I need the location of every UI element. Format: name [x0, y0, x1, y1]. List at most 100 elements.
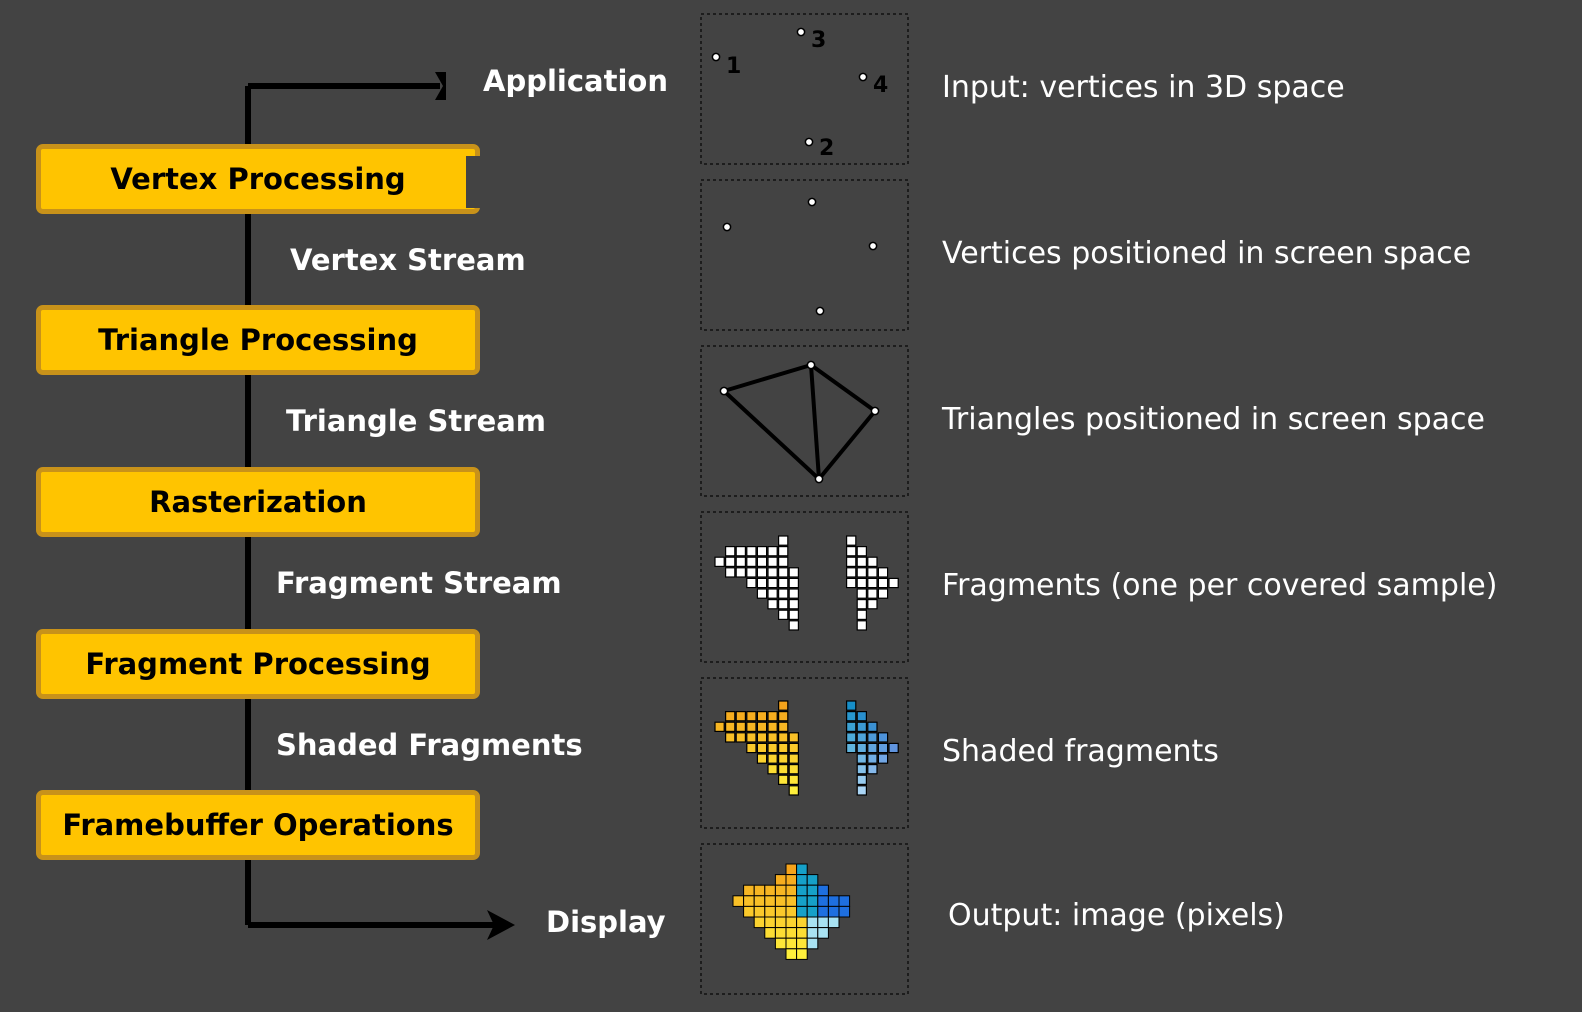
fragment-cell — [845, 577, 857, 589]
stream-label-shaded: Shaded Fragments — [276, 728, 583, 762]
shaded-fragment-cell — [724, 721, 736, 733]
stage-triangle-processing: Triangle Processing — [36, 305, 480, 375]
fragment-cell — [867, 577, 878, 589]
output-pixel — [838, 895, 851, 907]
fragment-cell — [856, 556, 868, 568]
shaded-fragment-cell — [788, 774, 800, 786]
shaded-fragment-cell — [767, 710, 778, 722]
fragment-cell — [735, 567, 747, 578]
fragment-cell — [788, 577, 800, 589]
shaded-fragment-cell — [877, 742, 889, 754]
shaded-fragment-cell — [845, 742, 857, 754]
fragment-cell — [856, 598, 868, 610]
panel-frame-4 — [700, 511, 909, 663]
output-pixel — [827, 905, 840, 918]
output-pixel — [764, 905, 776, 918]
shaded-fragment-cell — [788, 742, 800, 754]
shaded-fragment-cell — [856, 721, 868, 733]
output-pixel — [743, 895, 755, 907]
shaded-fragment-cell — [724, 732, 736, 743]
stage-label: Triangle Processing — [98, 323, 418, 357]
fragment-cell — [788, 567, 800, 578]
vertex-point — [807, 197, 817, 207]
fragment-cell — [788, 598, 800, 610]
output-pixel — [764, 884, 776, 897]
output-pixel — [796, 927, 808, 939]
triangle-edge — [809, 363, 821, 481]
shaded-fragment-cell — [746, 710, 757, 722]
fragment-cell — [856, 588, 868, 599]
output-pixel — [743, 905, 755, 918]
shaded-fragment-cell — [856, 742, 868, 754]
vertex-label-1: 1 — [726, 54, 742, 79]
fragment-cell — [856, 620, 868, 631]
output-pixel — [785, 884, 798, 897]
fragment-cell — [777, 588, 789, 599]
output-pixel — [785, 905, 798, 918]
shaded-fragment-cell — [767, 732, 778, 743]
output-pixel — [827, 895, 840, 907]
output-pixel — [817, 905, 829, 918]
fragment-cell — [767, 588, 778, 599]
panel-frame-6 — [700, 843, 909, 995]
output-pixel — [774, 884, 787, 897]
output-pixel — [806, 916, 819, 929]
stream-label-fragment: Fragment Stream — [276, 566, 562, 600]
output-pixel — [753, 884, 766, 897]
display-label: Display — [546, 905, 666, 939]
vertex-label-4: 4 — [873, 73, 889, 98]
output-pixel — [827, 916, 840, 929]
fragment-cell — [724, 556, 736, 568]
triangle-edge — [722, 363, 813, 393]
fragment-cell — [777, 567, 789, 578]
vertex-point — [711, 52, 721, 62]
stream-label-triangle: Triangle Stream — [286, 404, 547, 438]
fragment-cell — [767, 556, 778, 568]
output-pixel — [764, 927, 776, 939]
panel-group — [700, 13, 909, 995]
fragment-cell — [845, 545, 857, 557]
fragment-cell — [845, 567, 857, 578]
output-pixel — [785, 874, 798, 886]
vertex-point — [806, 360, 816, 370]
shaded-fragment-cell — [767, 742, 778, 754]
shaded-fragment-cell — [856, 774, 868, 786]
shaded-fragment-cell — [777, 721, 789, 733]
shaded-fragment-cell — [767, 721, 778, 733]
shaded-fragment-cell — [856, 710, 868, 722]
shaded-fragment-cell — [888, 742, 899, 754]
stage-rasterization: Rasterization — [36, 467, 480, 537]
output-pixel — [806, 884, 819, 897]
stage-label: Fragment Processing — [85, 647, 431, 681]
vertex-label-3: 3 — [811, 28, 827, 53]
output-pixel — [753, 916, 766, 929]
shaded-fragment-cell — [845, 700, 857, 711]
shaded-fragment-cell — [856, 763, 868, 775]
output-pixel — [796, 948, 808, 960]
output-pixel — [785, 895, 798, 907]
vertex-point — [814, 474, 824, 484]
output-pixel — [817, 895, 829, 907]
fragment-cell — [777, 556, 789, 568]
fragment-cell — [735, 556, 747, 568]
vertex-point — [719, 386, 729, 396]
shaded-fragment-cell — [777, 753, 789, 764]
output-pixel — [774, 916, 787, 929]
vertex-point — [722, 222, 732, 232]
shaded-fragment-cell — [735, 732, 747, 743]
output-pixel — [753, 895, 766, 907]
output-pixel — [753, 905, 766, 918]
description-vertices: Vertices positioned in screen space — [942, 236, 1472, 271]
shaded-fragment-cell — [746, 732, 757, 743]
shaded-fragment-cell — [788, 753, 800, 764]
triangle-edge — [722, 389, 821, 481]
fragment-cell — [767, 598, 778, 610]
shaded-fragment-cell — [756, 753, 768, 764]
fragment-cell — [867, 598, 878, 610]
shaded-fragment-cell — [867, 732, 878, 743]
output-pixel — [732, 895, 745, 907]
stream-label-vertex: Vertex Stream — [290, 243, 526, 277]
output-pixel — [796, 863, 808, 876]
output-pixel — [806, 937, 819, 950]
fragment-cell — [777, 577, 789, 589]
